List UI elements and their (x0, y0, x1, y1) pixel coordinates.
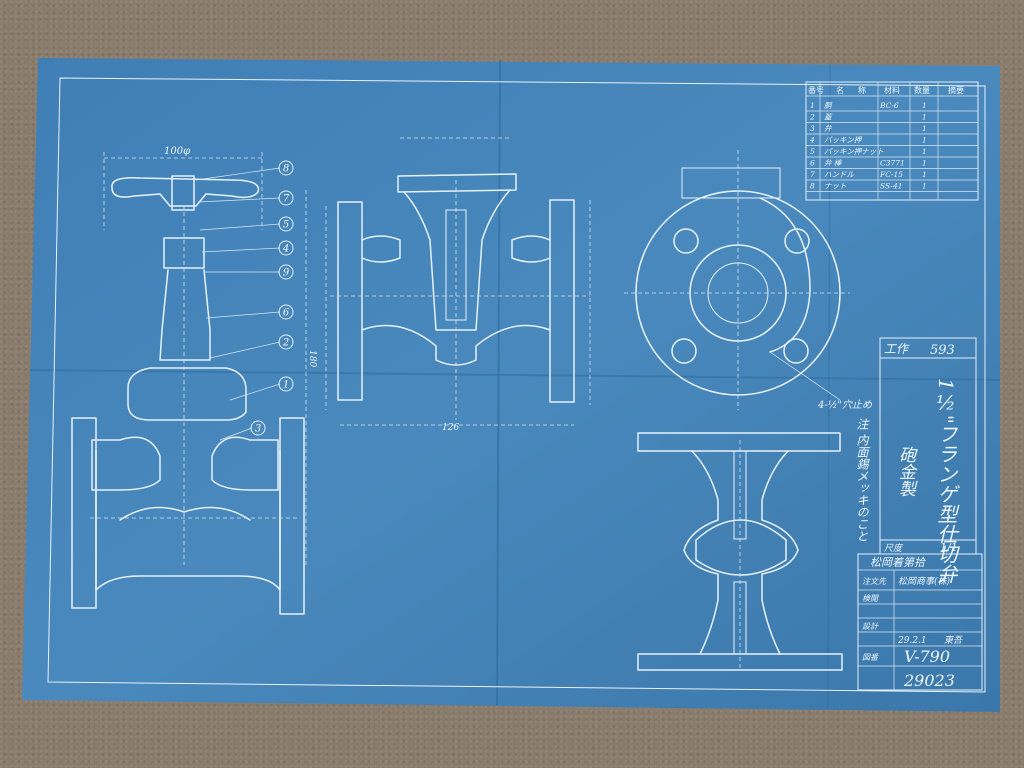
table-header-cell: 材料 (884, 85, 900, 95)
table-cell: パッキン押ナット (824, 147, 884, 156)
callout-number: 2 (282, 338, 289, 349)
table-cell: 蓋 (824, 113, 833, 122)
drawing-title-line2: 砲金製 (895, 446, 916, 497)
table-cell: パッキン押 (824, 136, 863, 145)
table-header-cell: 数量 (914, 85, 930, 95)
table-cell: ハンドル (824, 170, 854, 179)
table-cell: 1 (922, 136, 927, 145)
bolt-hole-note: 4-½"穴止め (817, 399, 873, 411)
callout-bubble: 3 (250, 420, 266, 436)
table-cell: SS-41 (880, 182, 903, 191)
valve-elevation-view (71, 152, 307, 615)
drawing-number-label: 図番 (862, 653, 879, 662)
table-cell: ナット (824, 182, 847, 191)
table-cell: 1 (922, 124, 927, 133)
table-cell: 1 (922, 113, 927, 122)
callout-bubble: 1 (278, 376, 294, 392)
work-number-label: 工作 (884, 342, 910, 356)
approved-label: 検閲 (862, 594, 879, 603)
dim-top-label: 100φ (164, 146, 190, 157)
scale-label: 尺度 (884, 543, 904, 554)
date-value: 29.2.1 (897, 636, 927, 646)
table-cell: 1 (922, 159, 927, 168)
dim-bottom-label: 180 (307, 350, 317, 367)
table-cell: 弁 (824, 124, 832, 133)
table-cell: 7 (810, 170, 815, 179)
callout-number: 3 (255, 424, 261, 435)
table-header-cell: 番号 (808, 85, 824, 95)
client-label: 注文先 (862, 577, 887, 586)
table-cell: 5 (810, 147, 815, 156)
drawing-border (47, 77, 986, 693)
table-cell: 1 (922, 147, 927, 156)
flange-end-view (624, 150, 850, 410)
company-name: 松岡着第拾 (870, 556, 926, 569)
title-block (857, 337, 983, 691)
callout-number: 8 (283, 164, 289, 175)
callout-number: 4 (282, 244, 289, 255)
drawn-label: 設計 (862, 622, 879, 631)
table-row: 6 弁 棒 C3771 1 (806, 159, 978, 169)
fold-line (827, 63, 831, 709)
callout-number: 9 (283, 268, 290, 279)
callout-number: 6 (283, 308, 290, 319)
serial-number-value: 29023 (903, 671, 955, 690)
inner-plating-note: 注 内面錫メッキのこと (854, 418, 869, 542)
fold-line (29, 369, 1001, 381)
drawing-number-value: V-790 (904, 647, 950, 666)
callout-bubble: 2 (278, 334, 294, 350)
table-row: 5 パッキン押ナット 1 (806, 147, 978, 158)
table-cell: 1 (810, 101, 815, 110)
table-header-cell: 摘要 (948, 85, 964, 95)
callout-bubbles: 8 7 5 4 9 6 2 1 3 (250, 160, 294, 436)
table-cell: 2 (809, 113, 815, 122)
fold-line (496, 59, 501, 706)
client-value: 松岡商事(株) (898, 576, 951, 587)
valve-plan-view (637, 432, 843, 671)
callout-number: 5 (283, 220, 289, 231)
table-cell: 6 (810, 159, 815, 168)
table-cell: 胴 (824, 101, 833, 110)
table-cell: 弁 棒 (824, 159, 843, 168)
callout-bubble: 4 (278, 240, 294, 256)
table-cell: C3771 (880, 159, 905, 168)
table-cell: 1 (922, 182, 927, 191)
table-header-cell: 名 (836, 85, 844, 95)
callout-bubble: 5 (278, 216, 294, 232)
table-row: 7 ハンドル FC-15 1 (806, 170, 978, 181)
table-cell: 1 (922, 170, 927, 179)
callout-number: 7 (283, 194, 290, 205)
table-cell: 4 (809, 136, 815, 145)
table-cell: 3 (810, 124, 815, 133)
valve-section-view (325, 137, 591, 426)
table-row: 4 パッキン押 1 (806, 136, 978, 146)
table-cell: 1 (922, 101, 927, 110)
dim-width-label: 126 (442, 423, 459, 433)
table-row: 8 ナット SS-41 1 (806, 182, 978, 192)
callout-bubble: 7 (278, 190, 294, 206)
callout-bubble: 9 (278, 264, 294, 280)
callout-bubble: 8 (278, 160, 294, 176)
callout-leaders (195, 167, 281, 441)
drawing-title-line1: 1½"フランゲ型仕切弁 (934, 378, 958, 584)
table-cell: BC-6 (879, 101, 899, 110)
callout-bubble: 6 (278, 304, 294, 320)
work-number-value: 593 (930, 343, 955, 358)
table-header-cell: 称 (858, 85, 866, 95)
table-cell: 8 (810, 182, 815, 191)
scale-value: 1/1 (940, 541, 958, 554)
table-cell: FC-15 (879, 170, 903, 179)
drawn-by-value: 東吾 (944, 635, 963, 646)
blueprint-paper (22, 58, 1000, 712)
callout-number: 1 (283, 380, 289, 391)
